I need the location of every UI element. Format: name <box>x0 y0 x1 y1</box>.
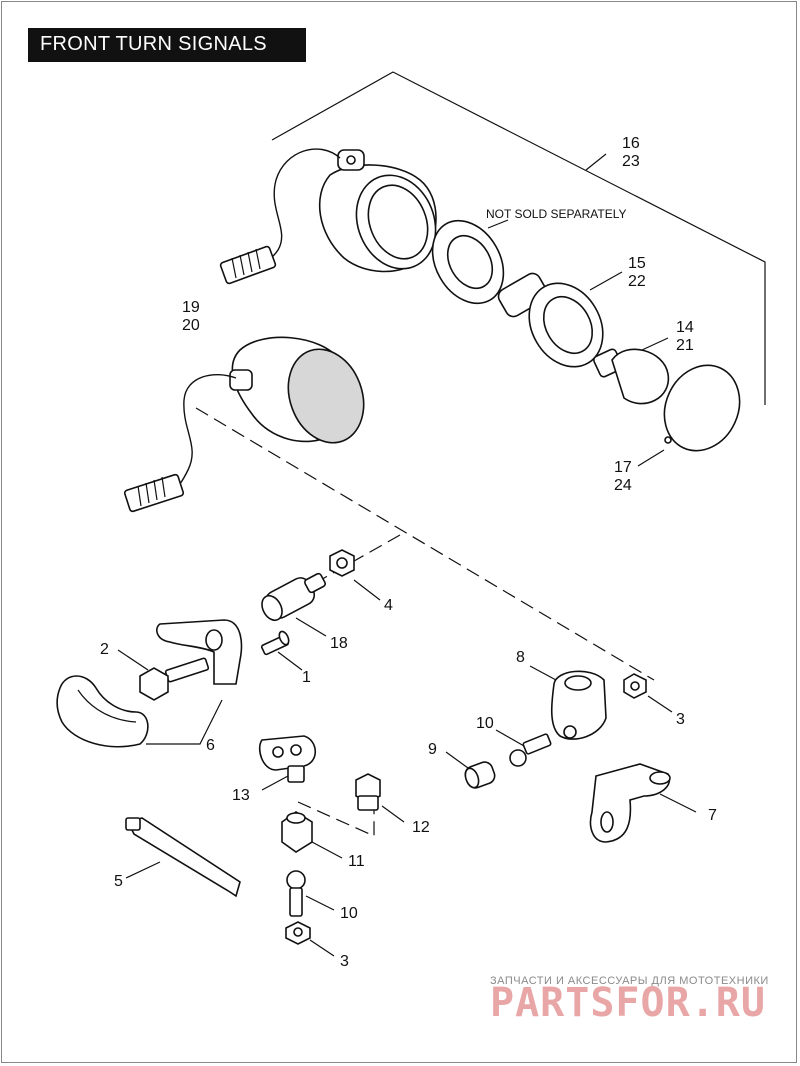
plate-13 <box>258 735 317 783</box>
callout-9: 9 <box>428 741 437 758</box>
callout-5: 5 <box>114 873 123 890</box>
socket-9 <box>464 761 496 789</box>
ball-stud-10-right <box>509 733 552 767</box>
screw-1 <box>260 630 290 656</box>
callout-15: 15 <box>628 255 646 272</box>
leader-13 <box>261 775 289 791</box>
note-leader <box>487 219 509 229</box>
watermark-tagline: ЗАПЧАСТИ И АКСЕССУАРЫ ДЛЯ МОТОТЕХНИКИ <box>490 975 769 987</box>
upper-connector <box>219 245 277 285</box>
callout-3-lower: 3 <box>340 953 349 970</box>
rubber-clamp-6 <box>56 675 149 748</box>
callout-21: 21 <box>676 337 694 354</box>
bracket-7 <box>589 763 671 843</box>
leader-8 <box>529 665 557 681</box>
group-bracket-16-23 <box>271 71 766 405</box>
callout-4: 4 <box>384 597 393 614</box>
callout-11: 11 <box>348 853 365 870</box>
callout-19: 19 <box>182 299 200 316</box>
stud-18 <box>261 572 326 622</box>
bulb <box>592 348 670 405</box>
gasket <box>431 219 505 305</box>
callout-23: 23 <box>622 153 640 170</box>
callout-6: 6 <box>206 737 215 754</box>
nut-3-lower <box>285 921 311 945</box>
callout-2: 2 <box>100 641 109 658</box>
bolt-2 <box>139 657 210 701</box>
bulb-socket <box>497 272 604 368</box>
callout-22: 22 <box>628 273 646 290</box>
upper-signal-housing <box>318 149 437 273</box>
lower-connector <box>123 473 185 513</box>
leader-7 <box>659 793 697 813</box>
watermark-logo: PARTSFOR.RU <box>490 980 766 1026</box>
leader-14 <box>641 337 669 351</box>
callout-17: 17 <box>614 459 632 476</box>
callout-10-lower: 10 <box>340 905 358 922</box>
nut-12 <box>355 773 381 811</box>
callout-1: 1 <box>302 669 311 686</box>
leader-5 <box>125 861 161 879</box>
leader-1 <box>277 651 303 671</box>
bracket-8 <box>550 670 607 740</box>
not-sold-separately-note: NOT SOLD SEPARATELY <box>486 207 626 221</box>
callout-13: 13 <box>232 787 250 804</box>
lens <box>663 364 741 452</box>
callout-20: 20 <box>182 317 200 334</box>
callout-8: 8 <box>516 649 525 666</box>
clamp-upper <box>156 619 243 685</box>
callout-14: 14 <box>676 319 694 336</box>
leader-10-right <box>495 729 525 747</box>
assembly-dash-long <box>195 407 655 681</box>
nut-4 <box>329 549 355 577</box>
callout-7: 7 <box>708 807 717 824</box>
assembly-dash-lower <box>297 801 375 837</box>
page-title: FRONT TURN SIGNALS <box>40 33 267 55</box>
callout-24: 24 <box>614 477 632 494</box>
leader-2 <box>117 649 149 671</box>
assembly-dash-upper <box>309 534 401 587</box>
leader-6 <box>146 699 223 745</box>
title-bar: FRONT TURN SIGNALS <box>28 28 306 62</box>
callout-18: 18 <box>330 635 348 652</box>
leader-17 <box>637 449 665 467</box>
lower-signal-assembled <box>229 336 365 444</box>
nut-3-right <box>623 673 647 699</box>
leader-18 <box>295 617 327 637</box>
lower-wire <box>171 374 237 491</box>
leader-3-lower <box>309 939 335 957</box>
leader-3-right <box>647 695 673 713</box>
callout-3-right: 3 <box>676 711 685 728</box>
leader-12 <box>381 805 405 823</box>
callout-12: 12 <box>412 819 430 836</box>
leader-15 <box>589 271 623 291</box>
leader-9 <box>445 751 469 769</box>
callout-10-right: 10 <box>476 715 494 732</box>
ball-stud-10-lower <box>286 870 306 917</box>
nut-11 <box>281 811 313 853</box>
cable-tie-5 <box>125 817 241 898</box>
leader-11 <box>311 841 343 859</box>
callout-16: 16 <box>622 135 640 152</box>
leader-4 <box>353 579 381 601</box>
leader-10-lower <box>305 895 335 911</box>
